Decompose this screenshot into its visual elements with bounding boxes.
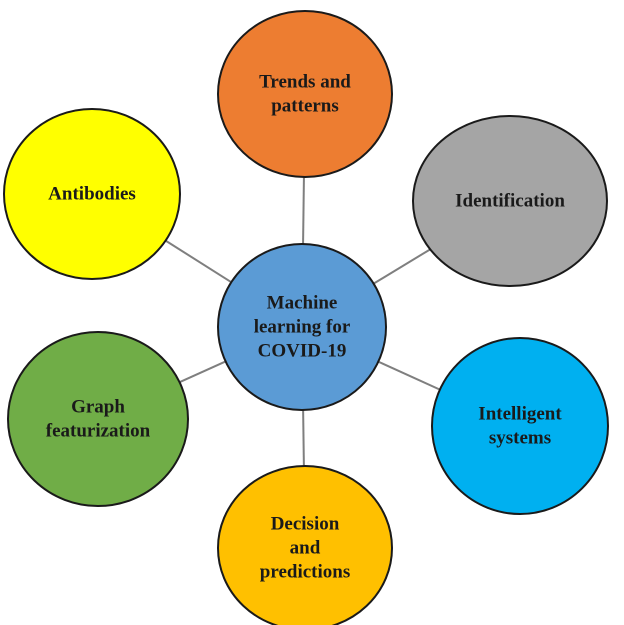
center-node-label-line: Machine: [267, 293, 338, 314]
center-node-label-line: COVID-19: [258, 341, 347, 362]
node-trends-and-patterns: Trends and patterns: [217, 10, 393, 178]
connector-graph-featurization: [179, 360, 226, 384]
node-intelligent-systems-circle: [431, 337, 609, 515]
node-antibodies-circle: [3, 108, 181, 280]
connector-identification: [373, 248, 431, 285]
connector-trends-and-patterns: [302, 176, 305, 245]
connector-intelligent-systems: [377, 360, 441, 391]
node-identification-label-line: Identification: [455, 191, 565, 212]
connector-decision-and-predictions: [302, 409, 305, 467]
node-graph-featurization-label-line: Graph: [71, 397, 125, 418]
node-intelligent-systems-label-line: systems: [489, 428, 551, 449]
node-decision-and-predictions: Decision and predictions: [217, 465, 393, 625]
node-graph-featurization: Graph featurization: [7, 331, 189, 507]
node-decision-and-predictions-label-line: and: [290, 538, 321, 559]
node-trends-and-patterns-label-line: patterns: [271, 96, 339, 117]
node-graph-featurization-label-line: featurization: [46, 421, 151, 442]
node-decision-and-predictions-label-line: Decision: [271, 514, 340, 535]
node-antibodies-label-line: Antibodies: [48, 184, 136, 205]
node-antibodies: Antibodies: [3, 108, 181, 280]
node-intelligent-systems: Intelligent systems: [431, 337, 609, 515]
connector-group: [165, 176, 441, 467]
node-identification-circle: [412, 115, 608, 287]
node-graph-featurization-circle: [7, 331, 189, 507]
node-identification: Identification: [412, 115, 608, 287]
connector-antibodies: [165, 239, 232, 284]
center-node-label-line: learning for: [254, 317, 351, 338]
node-trends-and-patterns-circle: [217, 10, 393, 178]
node-decision-and-predictions-label-line: predictions: [260, 562, 350, 583]
node-trends-and-patterns-label-line: Trends and: [259, 72, 351, 93]
node-group: Trends and patternsIdentificationIntellig…: [3, 10, 609, 625]
node-intelligent-systems-label-line: Intelligent: [478, 404, 562, 425]
node-decision-and-predictions-circle: [217, 465, 393, 625]
center-node-circle: [217, 243, 387, 411]
